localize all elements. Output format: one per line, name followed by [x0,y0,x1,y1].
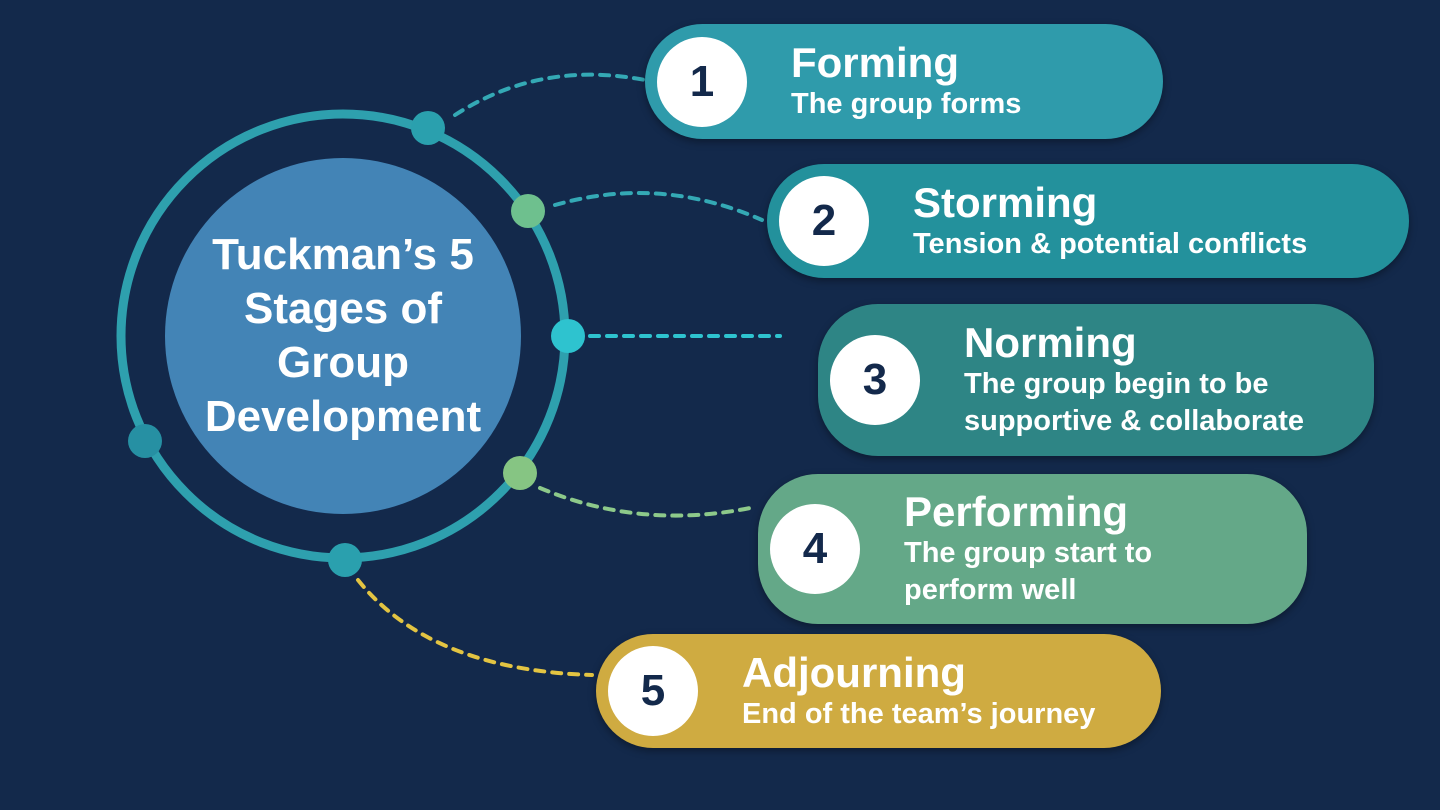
stage-number: 4 [770,504,860,594]
stage-description: End of the team’s journey [742,697,1096,730]
stage-title: Norming [964,319,1137,366]
ring-node-2 [511,194,545,228]
ring-node-4 [503,456,537,490]
stage-description: The group forms [791,88,1022,120]
stage-text: Storming Tension & potential conflicts [913,178,1308,263]
stage-text: Forming The group forms [791,40,1021,123]
stage-card-3: 3 Norming The group begin to be supporti… [818,304,1374,456]
stage-title: Adjourning [742,648,966,696]
stage-text: Performing The group start to perform we… [904,489,1204,609]
ring-node-3 [551,319,585,353]
connector-5 [356,578,594,677]
stage-description: Tension & potential conflicts [913,227,1308,260]
ring-node-1 [411,111,445,145]
core-title: Tuckman’s 5 Stages of Group Development [204,230,482,441]
stage-card-1: 1 Forming The group forms [645,24,1163,139]
stage-number: 1 [657,36,747,127]
stage-number: 3 [830,335,920,425]
ring-node-6 [128,424,162,458]
stage-title: Forming [791,39,959,86]
core-circle: Tuckman’s 5 Stages of Group Development [165,158,521,514]
connector-4 [538,486,752,518]
stage-card-5: 5 Adjourning End of the team’s journey [596,634,1161,748]
connector-1 [453,72,647,117]
ring-node-5 [328,543,362,577]
stage-card-2: 2 Storming Tension & potential conflicts [767,164,1409,278]
stage-number: 5 [608,646,698,736]
stage-text: Norming The group begin to be supportive… [964,320,1354,440]
connector-2 [553,191,764,222]
stage-number: 2 [779,176,869,266]
stage-description: The group begin to be supportive & colla… [964,368,1305,437]
stage-title: Performing [904,488,1129,535]
stage-title: Storming [913,178,1098,226]
stage-description: The group start to perform well [904,537,1153,606]
stage-card-4: 4 Performing The group start to perform … [758,474,1307,624]
stage-text: Adjourning End of the team’s journey [742,648,1096,733]
